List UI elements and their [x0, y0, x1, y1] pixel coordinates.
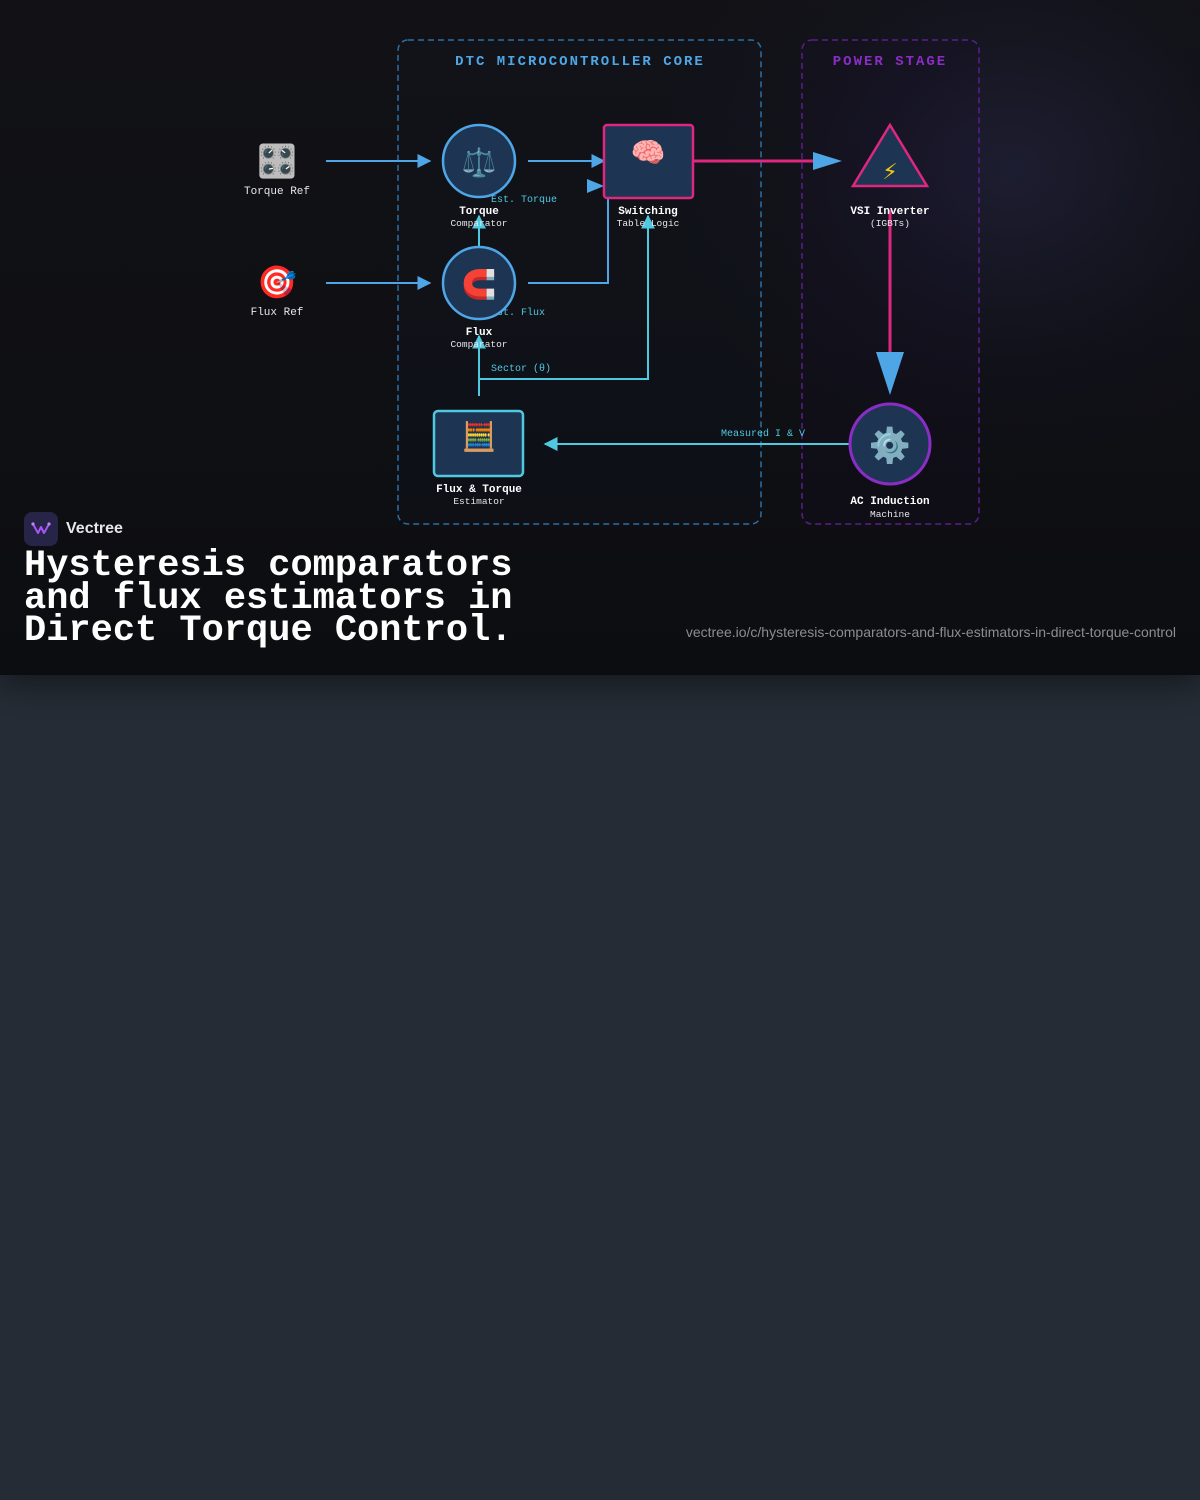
torque-comparator-title: Torque: [459, 206, 499, 218]
background-glow: [660, 0, 1200, 480]
lightning-icon: ⚡: [882, 160, 897, 185]
brain-icon: 🧠: [631, 136, 666, 169]
balance-scale-icon: ⚖️: [462, 146, 497, 179]
torque-ref-label: Torque Ref: [244, 186, 310, 198]
target-icon: 🎯: [257, 263, 297, 301]
torque-comparator-subtitle: Comparator: [450, 218, 507, 229]
gear-icon: ⚙️: [869, 426, 911, 466]
edges: [326, 152, 904, 451]
diagram-card: DTC MICROCONTROLLER CORE POWER STAGE Est…: [0, 0, 1200, 675]
machine-subtitle: Machine: [870, 509, 910, 520]
arrowhead-inverter-to-machine: [876, 352, 904, 395]
magnet-icon: 🧲: [462, 268, 497, 301]
group-power-title: POWER STAGE: [833, 54, 947, 70]
flux-comparator-subtitle: Comparator: [450, 339, 507, 350]
arrowhead-switching-to-inverter: [813, 152, 842, 170]
vectree-logo-icon: [24, 512, 58, 546]
source-url[interactable]: vectree.io/c/hysteresis-comparators-and-…: [685, 624, 1176, 640]
node-estimator: 🧮 Flux & Torque Estimator: [432, 409, 525, 507]
input-flux-ref: 🎯 Flux Ref: [251, 263, 304, 319]
node-flux-comparator: 🧲 Flux Comparator: [441, 245, 517, 350]
machine-title: AC Induction: [850, 496, 929, 508]
control-knobs-icon: 🎛️: [257, 142, 297, 180]
edge-sector-to-switching: [479, 214, 655, 380]
node-ac-machine: ⚙️ AC Induction Machine: [848, 402, 932, 520]
label-sector: Sector (θ): [491, 363, 551, 375]
flux-ref-label: Flux Ref: [251, 307, 304, 319]
label-measured: Measured I & V: [721, 428, 805, 440]
input-torque-ref: 🎛️ Torque Ref: [244, 142, 310, 198]
brand-name: Vectree: [66, 520, 123, 537]
dtc-block-diagram: DTC MICROCONTROLLER CORE POWER STAGE Est…: [244, 39, 980, 525]
node-vsi-inverter: ⚡ VSI Inverter (IGBTs): [850, 122, 930, 229]
group-core-title: DTC MICROCONTROLLER CORE: [455, 54, 705, 70]
brand[interactable]: Vectree: [24, 512, 123, 546]
switching-subtitle: Table Logic: [617, 218, 680, 229]
switching-title: Switching: [618, 206, 677, 218]
label-est-torque: Est. Torque: [491, 195, 557, 206]
estimator-subtitle: Estimator: [453, 496, 504, 507]
arrowhead-flux-to-switching: [587, 179, 604, 193]
inverter-title: VSI Inverter: [850, 206, 929, 218]
inverter-subtitle: (IGBTs): [870, 218, 910, 229]
node-switching-table: 🧠 Switching Table Logic: [602, 123, 695, 229]
node-torque-comparator: ⚖️ Torque Comparator: [441, 123, 517, 229]
abacus-icon: 🧮: [462, 420, 497, 453]
page-title: Hysteresis comparators and flux estimato…: [24, 545, 513, 652]
flux-comparator-title: Flux: [466, 327, 493, 339]
estimator-title: Flux & Torque: [436, 484, 522, 496]
